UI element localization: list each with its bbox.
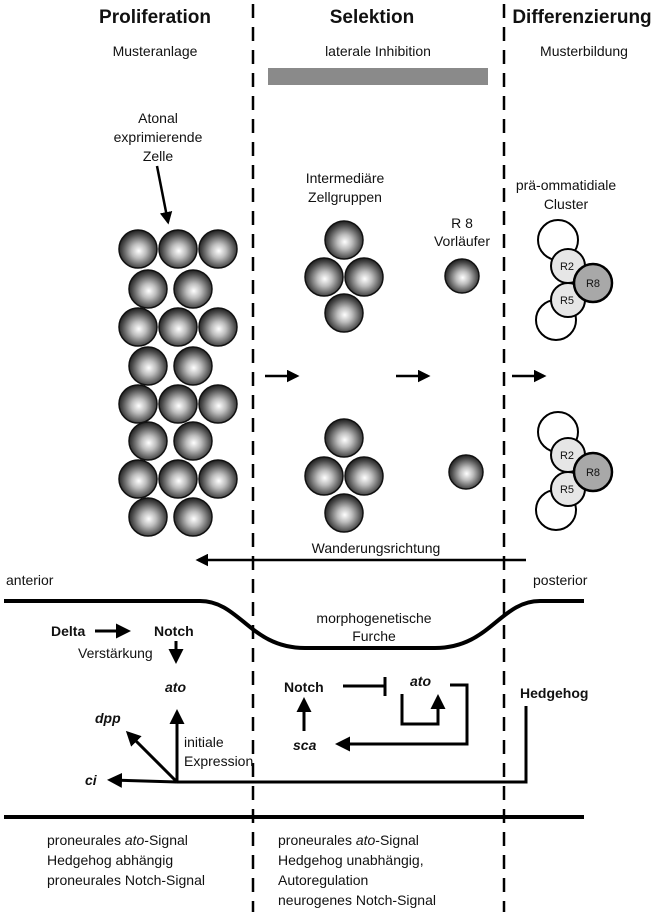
intermediate-cell (324, 293, 364, 333)
column-subtitle-musterbildung: Musterbildung (540, 43, 628, 59)
furrow-label-line-1: morphogenetische (316, 610, 431, 626)
proliferating-cell (128, 269, 168, 309)
gene-ci: ci (85, 772, 98, 788)
r8-label-line-1: R 8 (451, 215, 473, 231)
proliferating-cell (198, 459, 238, 499)
column-subtitle-laterale-inhibition: laterale Inhibition (325, 43, 431, 59)
column-subtitle-musteranlage: Musteranlage (113, 43, 198, 59)
cluster-cell-r8: R8 (586, 278, 600, 290)
intermediate-cell (304, 456, 344, 496)
proliferating-cell (173, 497, 213, 537)
intermediate-label-line-2: Zellgruppen (308, 189, 382, 205)
gene-ato-left: ato (165, 679, 186, 695)
proliferating-cell (198, 384, 238, 424)
column-title-differenzierung: Differenzierung (512, 7, 651, 28)
column-title-proliferation: Proliferation (99, 7, 211, 28)
cluster-cell-r2: R2 (560, 261, 574, 273)
footer-mid-line-4: neurogenes Notch-Signal (278, 892, 436, 908)
r8-precursor-cells (444, 258, 484, 490)
proliferating-cell (128, 421, 168, 461)
intermediate-cell (344, 257, 384, 297)
initial-expression-line-1: initiale (184, 734, 224, 750)
gene-dpp: dpp (95, 710, 121, 726)
proliferating-cell (128, 346, 168, 386)
footer-mid-line-2: Hedgehog unabhängig, (278, 852, 424, 868)
proliferating-cell (198, 229, 238, 269)
furrow-label-line-2: Furche (352, 628, 396, 644)
gene-sca: sca (293, 737, 317, 753)
migration-label: Wanderungsrichtung (312, 540, 441, 556)
footer-left-line-1: proneurales ato-Signal (47, 832, 188, 848)
proliferating-cell (118, 384, 158, 424)
ato-to-sca-line (335, 683, 469, 752)
proliferating-cell (118, 459, 158, 499)
footer-mid-line-3: Autoregulation (278, 872, 368, 888)
to-ci-arrow (107, 772, 178, 788)
footer-mid-line-1: proneurales ato-Signal (278, 832, 419, 848)
intermediate-cell (304, 257, 344, 297)
proliferating-cell (173, 269, 213, 309)
hedgehog-signal-line (177, 706, 528, 784)
proliferating-cell (118, 229, 158, 269)
cluster-label-line-2: Cluster (544, 196, 589, 212)
gene-notch-left: Notch (154, 623, 194, 639)
proliferating-cell (173, 421, 213, 461)
proliferating-cell (128, 497, 168, 537)
pre-ommatidial-cluster-bottom: R2 R8 R5 (535, 411, 614, 531)
gene-hedgehog: Hedgehog (520, 685, 588, 701)
gene-notch-mid: Notch (284, 679, 324, 695)
intermediate-cell (324, 220, 364, 260)
intermediate-label-line-1: Intermediäre (306, 170, 385, 186)
lateral-inhibition-bar (268, 68, 488, 85)
gene-delta: Delta (51, 623, 85, 639)
anterior-label: anterior (6, 572, 54, 588)
r8-label-line-2: Vorläufer (434, 233, 490, 249)
proliferating-cell (173, 346, 213, 386)
cluster-cell-r5: R5 (560, 484, 574, 496)
morphogenetic-furrow-line (4, 599, 584, 650)
atonal-label-line-3: Zelle (143, 148, 174, 164)
proliferating-cell (198, 307, 238, 347)
intermediate-cell (324, 418, 364, 458)
to-dpp-arrow (125, 730, 179, 784)
r8-precursor-cell (444, 258, 480, 294)
proliferating-cell (158, 307, 198, 347)
pre-ommatidial-cluster-top: R2 R8 R5 (535, 219, 614, 341)
footer-left-line-2: Hedgehog abhängig (47, 852, 173, 868)
gene-ato-mid: ato (410, 673, 431, 689)
atonal-pointer-arrow (155, 165, 173, 225)
cluster-cell-r2: R2 (560, 450, 574, 462)
initial-expression-line-2: Expression (184, 753, 253, 769)
atonal-label-line-1: Atonal (138, 110, 178, 126)
intermediate-cell (324, 493, 364, 533)
proliferating-cell (158, 384, 198, 424)
proliferating-cell (158, 229, 198, 269)
cluster-cell-r5: R5 (560, 295, 574, 307)
intermediate-cell (344, 456, 384, 496)
r8-precursor-cell (448, 454, 484, 490)
intermediate-cell-groups (304, 220, 384, 533)
proliferating-cell (118, 307, 158, 347)
proliferating-cell (158, 459, 198, 499)
proliferation-cell-block (118, 229, 238, 537)
cluster-cell-r8: R8 (586, 467, 600, 479)
cluster-label-line-1: prä-ommatidiale (516, 177, 617, 193)
footer-left-line-3: proneurales Notch-Signal (47, 872, 205, 888)
verstaerkung-label: Verstärkung (78, 645, 153, 661)
posterior-label: posterior (533, 572, 588, 588)
ato-autoregulation-loop (400, 694, 446, 726)
atonal-label-line-2: exprimierende (114, 129, 203, 145)
column-title-selektion: Selektion (330, 7, 414, 28)
